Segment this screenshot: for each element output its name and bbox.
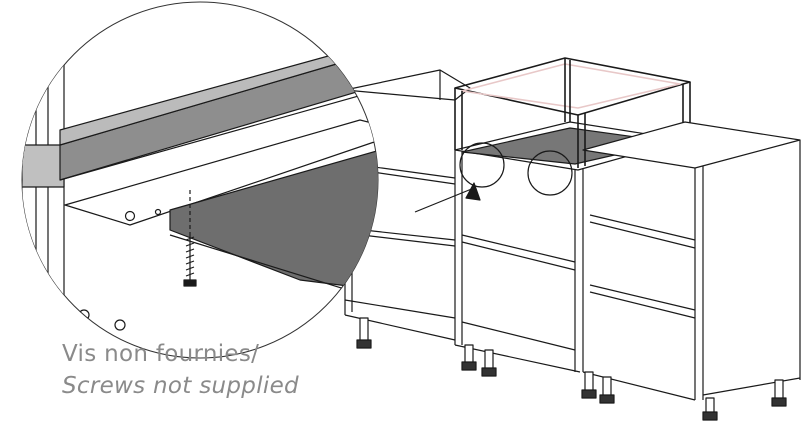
cabinet-assembly [344,57,801,421]
screws-note-en: Screws not supplied [62,373,299,399]
top-frame [454,57,691,168]
screw-icon [183,232,197,287]
screws-note-fr: Vis non fournies/ [62,341,260,367]
right-cabinet [581,121,801,421]
middle-cabinet [414,57,691,377]
arrow-pointer-icon [465,182,481,201]
detail-circle-icon [527,150,573,196]
magnified-detail [21,1,379,359]
detail-circle-icon [459,142,505,188]
